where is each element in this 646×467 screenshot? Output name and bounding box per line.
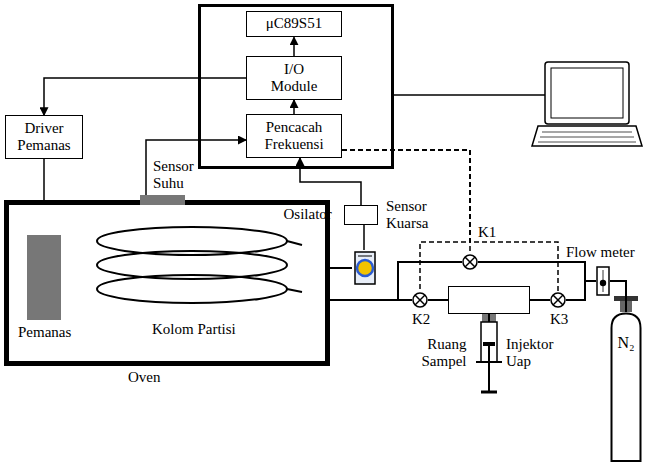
gas-pipe — [530, 299, 550, 301]
node-label: N₂ — [610, 334, 642, 352]
temperature-sensor: Sensor Suhu — [140, 195, 185, 205]
quartz-sensor: Sensor Kuarsa — [352, 250, 378, 286]
signal-line — [293, 100, 295, 114]
node-label: Pemanas — [18, 324, 71, 341]
vapor-injector: Injektor Uap — [480, 322, 498, 362]
control-line — [342, 150, 470, 292]
gas-pipe — [478, 262, 596, 281]
node-label: K2 — [412, 311, 430, 328]
valve: K1 — [462, 254, 478, 270]
laptop-icon — [532, 62, 642, 146]
control-line — [342, 150, 558, 292]
usb-cable — [393, 94, 545, 96]
signal-line — [44, 78, 246, 115]
node-label: Sensor Suhu — [153, 158, 194, 193]
node-label: Pencacah Frekuensi — [264, 119, 323, 154]
nitrogen-cylinder: N₂ — [610, 312, 642, 462]
node-label: Osilator — [284, 206, 332, 223]
control-line — [342, 150, 470, 254]
node-label: Injektor Uap — [506, 336, 553, 371]
gas-pipe — [488, 314, 490, 322]
gas-pipe — [428, 299, 448, 301]
node-label: K3 — [550, 311, 568, 328]
gas-pipe — [610, 281, 626, 312]
node-label: K1 — [478, 224, 496, 241]
heater-driver-box: Driver Pemanas — [5, 115, 83, 159]
node-label: μC89S51 — [266, 15, 322, 32]
frequency-counter-box: Pencacah Frekuensi — [246, 114, 342, 158]
io-module-box: I/O Module — [246, 56, 342, 100]
microcontroller-box: μC89S51 — [246, 11, 342, 37]
partition-column: Kolom Partisi — [92, 215, 302, 318]
flow-meter: Flow meter — [596, 266, 610, 296]
heater-element: Pemanas — [27, 235, 61, 320]
signal-line — [293, 37, 295, 56]
node-label: Driver Pemanas — [17, 120, 70, 155]
oscillator-box: Osilator — [344, 205, 378, 225]
node-label: Oven — [128, 369, 161, 386]
node-label: Ruang Sampel — [422, 336, 467, 371]
sample-chamber: Ruang Sampel — [448, 286, 530, 314]
gas-pipe — [566, 281, 596, 300]
node-label: Flow meter — [566, 244, 635, 261]
oven-box: OvenPemanasKolom Partisi — [4, 200, 330, 366]
signal-line — [146, 140, 246, 195]
signal-line — [300, 158, 361, 205]
valve: K2 — [412, 292, 428, 308]
controller-housing — [200, 6, 393, 168]
node-label: I/O Module — [271, 61, 318, 96]
valve: K3 — [550, 292, 566, 308]
septum — [482, 314, 496, 322]
signal-line — [363, 225, 365, 250]
node-label: Kolom Partisi — [152, 321, 236, 338]
node-label: Sensor Kuarsa — [386, 198, 428, 233]
